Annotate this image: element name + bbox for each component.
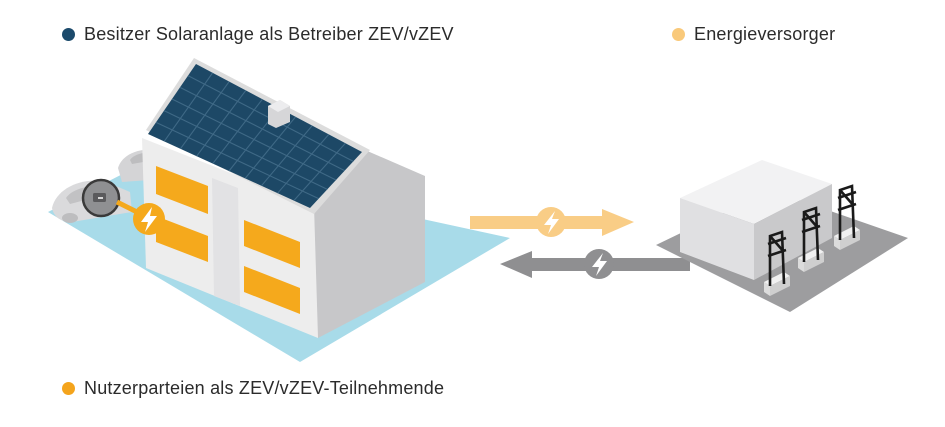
solar-panel-col-line [163, 72, 214, 142]
house-chimney [268, 100, 290, 128]
legend-supplier: Energieversorger [672, 24, 835, 45]
legend-users-label: Nutzerparteien als ZEV/vZEV-Teilnehmende [84, 378, 445, 398]
substation-pylons [767, 184, 857, 286]
solar-panel-col-line [277, 134, 330, 194]
window-front-left-top [156, 166, 208, 214]
solar-panel-col-line [244, 116, 297, 179]
legend-supplier-label: Energieversorger [694, 24, 836, 44]
window-front-right-bottom [244, 266, 300, 314]
legend-supplier-dot [672, 28, 685, 41]
legend-users-dot [62, 382, 75, 395]
legend-owner: Besitzer Solaranlage als Betreiber ZEV/v… [62, 24, 454, 45]
wallbox-icon [81, 178, 121, 218]
legend-owner-label: Besitzer Solaranlage als Betreiber ZEV/v… [84, 24, 454, 44]
solar-panel-col-line [196, 90, 247, 157]
house-side-wall [300, 150, 425, 338]
solar-panel-col-line [293, 142, 346, 201]
window-front-right-top [244, 220, 300, 268]
wallbox-cable [115, 199, 139, 215]
export-arrow [470, 207, 634, 237]
lightning-bolt-icon [133, 203, 165, 235]
solar-panel-grid [155, 72, 354, 201]
legend-owner-dot [62, 28, 75, 41]
solar-panel-col-line [260, 125, 313, 187]
house-solar-roof [148, 64, 362, 208]
window-front-left-bottom [156, 216, 208, 262]
import-arrow [500, 249, 690, 279]
house-front-panel [212, 178, 240, 306]
legend-users: Nutzerparteien als ZEV/vZEV-Teilnehmende [62, 378, 444, 399]
solar-panel-col-line [179, 81, 230, 150]
solar-panel-col-line [212, 98, 263, 164]
